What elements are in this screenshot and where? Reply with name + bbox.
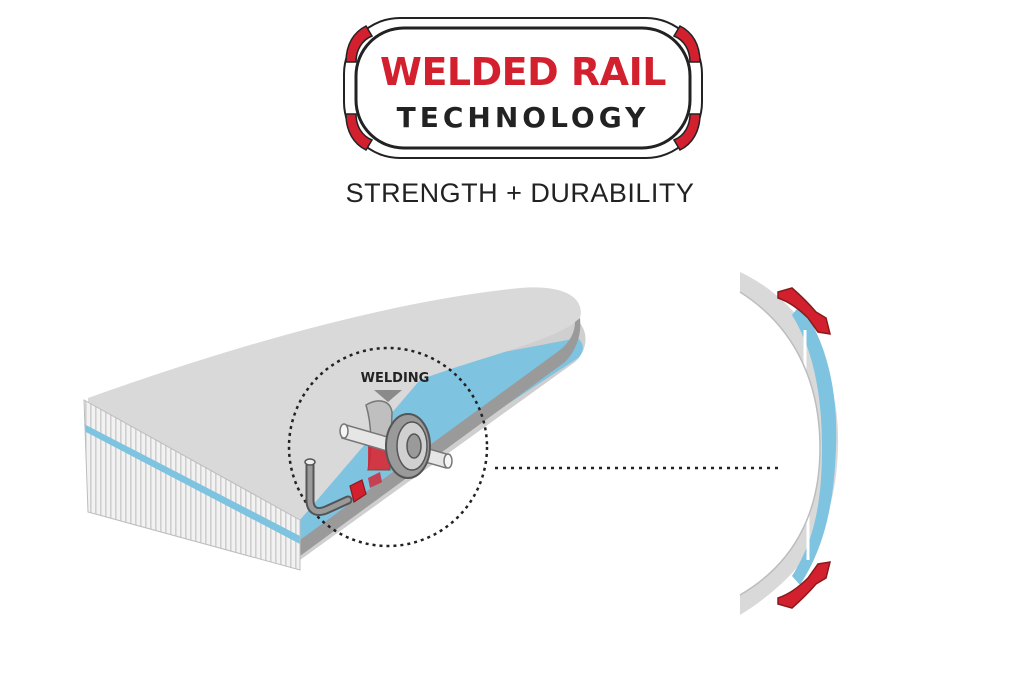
badge-frame-icon xyxy=(343,17,703,159)
welding-label: WELDING xyxy=(361,371,430,386)
badge-subtitle: TECHNOLOGY xyxy=(396,101,650,134)
badge-title: WELDED RAIL xyxy=(380,50,666,94)
illustration: WELDING xyxy=(0,230,1020,660)
tagline: STRENGTH + DURABILITY xyxy=(345,178,695,208)
rail-cross-section-icon xyxy=(739,272,839,615)
welded-rail-illustration: WELDING xyxy=(83,272,839,615)
zoom-circle xyxy=(287,346,489,548)
title-badge: WELDED RAIL TECHNOLOGY xyxy=(338,14,708,162)
welding-roller-icon: WELDING xyxy=(304,371,453,517)
